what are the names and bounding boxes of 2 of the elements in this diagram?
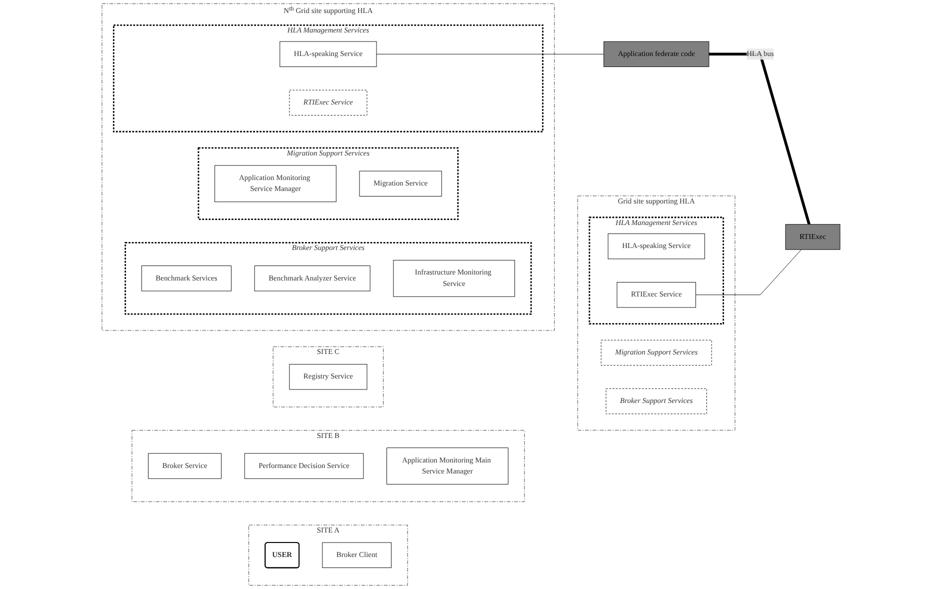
connector (708, 52, 810, 225)
connector (696, 249, 802, 296)
